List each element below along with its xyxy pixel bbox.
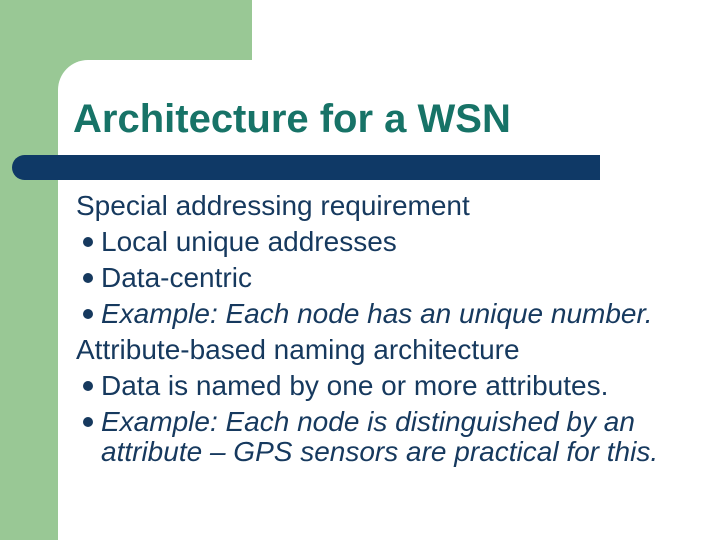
paragraph-text: Data is named by one or more attributes. (101, 370, 609, 401)
bullet-dot-icon (83, 273, 93, 283)
bullet-dot-icon (83, 381, 93, 391)
paragraph-text: Attribute-based naming architecture (76, 334, 520, 365)
body-paragraph: Local unique addresses (76, 227, 664, 257)
bullet-cell (76, 227, 101, 257)
paragraph-text: Data-centric (101, 262, 252, 293)
paragraph-text: Special addressing requirement (76, 190, 470, 221)
bullet-cell (76, 299, 101, 329)
body-paragraph: Data is named by one or more attributes. (76, 371, 664, 401)
paragraph-text: Local unique addresses (101, 226, 397, 257)
body-paragraph: Example: Each node has an unique number. (76, 299, 664, 329)
content-panel (58, 60, 720, 540)
bullet-cell (76, 371, 101, 401)
paragraph-text: Example: Each node is distinguished by a… (101, 406, 659, 467)
bullet-cell (76, 407, 101, 467)
body-paragraph: Data-centric (76, 263, 664, 293)
bullet-dot-icon (83, 309, 93, 319)
bullet-dot-icon (83, 237, 93, 247)
body-paragraph: Example: Each node is distinguished by a… (76, 407, 664, 467)
bullet-dot-icon (83, 417, 93, 427)
body-paragraph: Special addressing requirement (76, 191, 664, 221)
bullet-cell (76, 263, 101, 293)
title-accent-bar (12, 155, 600, 180)
slide-title: Architecture for a WSN (73, 97, 511, 141)
paragraph-text: Example: Each node has an unique number. (101, 298, 653, 329)
body-paragraph: Attribute-based naming architecture (76, 335, 664, 365)
